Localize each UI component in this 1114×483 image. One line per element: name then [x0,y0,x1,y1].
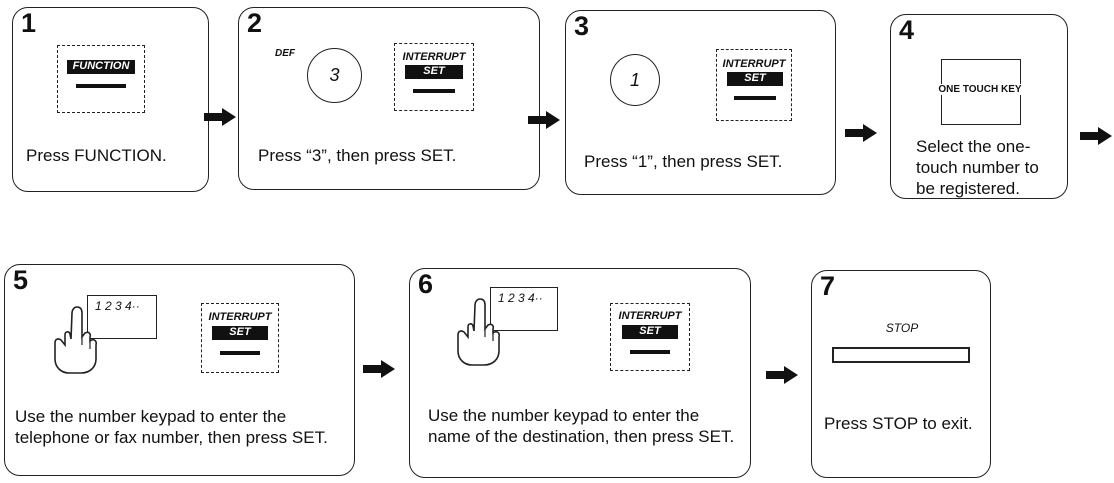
stop-key-label: STOP [885,321,919,335]
keypad-letters-label: DEF [275,48,295,59]
step-description: Press STOP to exit. [824,414,973,433]
step-1-panel: 1 FUNCTION Press FUNCTION. [12,7,209,192]
step-number: 3 [574,11,590,41]
step-number: 1 [21,8,37,38]
step-2-panel: 2 DEF 3 INTERRUPT SET Press “3”, then pr… [238,7,540,190]
set-key: SET [727,72,783,86]
step-description: Press “1”, then press SET. [584,152,783,171]
interrupt-set-key-frame: INTERRUPT SET [394,43,474,111]
right-arrow-icon [204,108,236,126]
right-arrow-icon [363,360,395,378]
interrupt-set-key-frame: INTERRUPT SET [610,303,690,371]
stop-key [832,347,970,363]
step-3-panel: 3 1 INTERRUPT SET Press “1”, then press … [565,10,836,195]
set-key: SET [405,65,463,79]
step-5-panel: 5 1 2 3 4·· INTERRUPT SET Use the number… [4,264,355,476]
keypad-digits: 1 2 3 4·· [95,299,140,313]
digit-key-1: 1 [610,54,660,106]
step-6-panel: 6 1 2 3 4·· INTERRUPT SET Use the number… [409,268,751,478]
interrupt-label: INTERRUPT [208,311,272,323]
keypad-card: 1 2 3 4·· [87,295,157,339]
set-key-indicator [630,350,670,354]
set-key-indicator [413,89,455,93]
set-key: SET [622,325,678,339]
step-description: Press “3”, then press SET. [258,146,457,165]
right-arrow-icon [845,124,877,142]
interrupt-set-key-frame: INTERRUPT SET [716,49,792,121]
right-arrow-icon [528,111,560,129]
step-description: Use the number keypad to enter the name … [428,406,735,446]
one-touch-key-label: ONE TOUCH KEY [930,84,1030,95]
keypad-card: 1 2 3 4·· [490,287,558,331]
set-key-indicator [734,96,776,100]
step-number: 4 [899,15,915,45]
function-key: FUNCTION [67,60,135,74]
right-arrow-icon [766,366,798,384]
step-description: Press FUNCTION. [26,146,167,165]
step-description: Select the one-touch number to be regist… [916,137,1039,198]
pointing-hand-icon [54,306,97,374]
step-number: 5 [13,265,29,295]
one-touch-key-frame: ONE TOUCH KEY [930,59,1030,125]
function-key-frame: FUNCTION [57,45,145,113]
step-4-panel: 4 ONE TOUCH KEY Select the one-touch num… [890,14,1068,199]
step-number: 7 [820,271,836,301]
step-number: 2 [247,8,263,38]
step-description: Use the number keypad to enter the telep… [15,407,328,447]
set-key: SET [212,326,268,340]
keypad-digits: 1 2 3 4·· [498,291,543,305]
function-key-indicator [76,84,126,88]
right-arrow-icon [1080,127,1112,145]
pointing-hand-icon [457,298,500,366]
interrupt-label: INTERRUPT [402,51,466,63]
interrupt-label: INTERRUPT [618,310,682,322]
interrupt-label: INTERRUPT [722,58,786,70]
step-7-panel: 7 STOP Press STOP to exit. [811,270,991,478]
step-number: 6 [418,269,434,299]
set-key-indicator [220,351,260,355]
interrupt-set-key-frame: INTERRUPT SET [201,303,279,373]
digit-key-3: 3 [307,48,362,103]
